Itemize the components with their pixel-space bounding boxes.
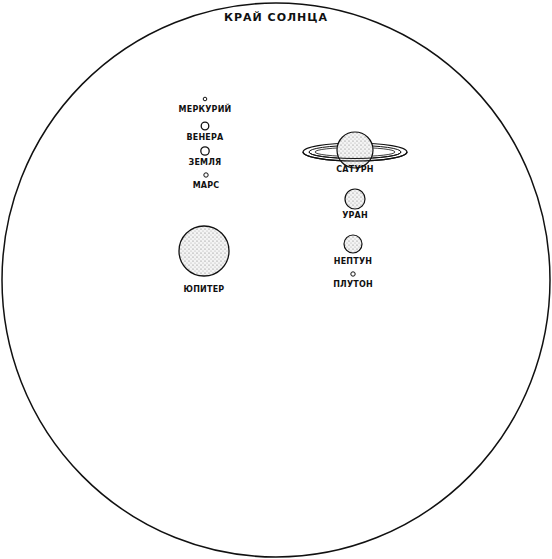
sun-edge xyxy=(2,3,550,557)
earth xyxy=(201,147,209,155)
planet-label: НЕПТУН xyxy=(334,258,372,266)
planet-label: САТУРН xyxy=(336,166,373,174)
neptune xyxy=(344,235,362,253)
planet-label: ПЛУТОН xyxy=(333,281,373,289)
uranus xyxy=(345,189,365,209)
mercury xyxy=(203,97,207,101)
planet-label: МЕРКУРИЙ xyxy=(179,106,232,114)
planet-label: ЮПИТЕР xyxy=(184,286,225,294)
saturn xyxy=(303,132,407,168)
planet-label: МАРС xyxy=(193,182,220,190)
planet-label: УРАН xyxy=(342,212,368,220)
jupiter xyxy=(179,226,229,276)
sun-edge-label: КРАЙ СОЛНЦА xyxy=(224,12,328,23)
planet-label: ВЕНЕРА xyxy=(187,134,224,142)
mars xyxy=(204,173,208,177)
pluto xyxy=(351,272,355,276)
venus xyxy=(201,122,209,130)
planet-label: ЗЕМЛЯ xyxy=(189,159,222,167)
